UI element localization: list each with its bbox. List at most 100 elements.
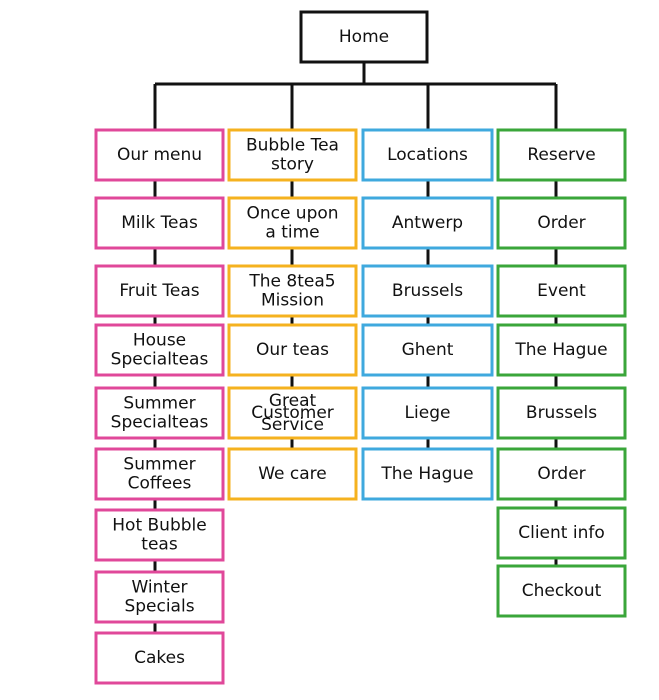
node-label: Our menu [117, 145, 202, 165]
node-menu-8[interactable]: Cakes [94, 631, 225, 685]
node-reserve-3[interactable]: The Hague [496, 323, 627, 377]
node-label: Service [261, 415, 324, 435]
node-label: The Hague [514, 340, 607, 360]
node-box [94, 386, 225, 440]
node-reserve-2[interactable]: Event [496, 264, 627, 318]
node-label: House [133, 331, 186, 351]
node-label: Ghent [402, 340, 454, 360]
node-box [94, 570, 225, 624]
node-label: Specials [124, 597, 194, 617]
node-box [227, 264, 358, 318]
node-box [361, 447, 494, 501]
node-locations-4[interactable]: Liege [361, 386, 494, 440]
node-box [94, 631, 225, 685]
node-locations-3[interactable]: Ghent [361, 323, 494, 377]
node-label: Bubble Tea [246, 136, 339, 156]
node-box [496, 386, 627, 440]
node-label: Liege [405, 403, 451, 423]
node-reserve-0[interactable]: Reserve [496, 128, 627, 182]
node-menu-1[interactable]: Milk Teas [94, 196, 225, 250]
node-label: We care [258, 464, 327, 484]
node-label: Coffees [128, 474, 192, 494]
node-label: Specialteas [111, 413, 209, 433]
node-label: Order [537, 464, 585, 484]
node-label: Fruit Teas [119, 281, 199, 301]
node-box [227, 386, 358, 440]
node-label: Checkout [522, 581, 602, 601]
node-label: Great [269, 391, 317, 411]
node-story-3[interactable]: Our teas [227, 323, 358, 377]
node-box [227, 196, 358, 250]
node-box [361, 264, 494, 318]
node-label: Once upon [246, 204, 338, 224]
node-label: Mission [261, 291, 324, 311]
node-label: Antwerp [392, 213, 463, 233]
node-box [361, 386, 494, 440]
node-label: Summer [123, 394, 195, 414]
node-box [496, 196, 627, 250]
node-label: Our teas [256, 340, 329, 360]
node-reserve-6[interactable]: Client info [496, 506, 627, 560]
node-reserve-1[interactable]: Order [496, 196, 627, 250]
node-story-5[interactable]: We care [227, 447, 358, 501]
node-box [94, 447, 225, 501]
node-box [94, 264, 225, 318]
node-box [496, 264, 627, 318]
node-home[interactable]: Home [299, 10, 429, 64]
node-label: Summer [123, 455, 195, 475]
node-menu-0[interactable]: Our menu [94, 128, 225, 182]
node-box [94, 128, 225, 182]
node-box [496, 323, 627, 377]
node-locations-5[interactable]: The Hague [361, 447, 494, 501]
node-locations-2[interactable]: Brussels [361, 264, 494, 318]
node-box [94, 323, 225, 377]
node-box [496, 447, 627, 501]
node-label: Hot Bubble [112, 516, 206, 536]
node-label: Locations [387, 145, 468, 165]
node-label: Milk Teas [121, 213, 198, 233]
node-label: Cakes [134, 648, 185, 668]
node-reserve-4[interactable]: Brussels [496, 386, 627, 440]
node-label: Event [537, 281, 586, 301]
node-label: teas [141, 535, 178, 555]
node-box [361, 128, 494, 182]
node-label: Winter [131, 578, 187, 598]
node-box [94, 196, 225, 250]
node-label: The 8tea5 [248, 272, 335, 292]
node-label: Brussels [526, 403, 597, 423]
node-label: Home [339, 27, 389, 47]
node-box [227, 323, 358, 377]
node-label: story [271, 155, 314, 175]
node-box [496, 506, 627, 560]
node-locations-0[interactable]: Locations [361, 128, 494, 182]
node-box [496, 564, 627, 618]
node-label: a time [265, 223, 319, 243]
node-label: Brussels [392, 281, 463, 301]
node-menu-2[interactable]: Fruit Teas [94, 264, 225, 318]
node-label: Customer [251, 403, 334, 423]
node-reserve-5[interactable]: Order [496, 447, 627, 501]
node-box [227, 128, 358, 182]
node-box [94, 508, 225, 562]
node-label: Specialteas [111, 350, 209, 370]
node-label: Reserve [527, 145, 595, 165]
node-reserve-7[interactable]: Checkout [496, 564, 627, 618]
node-label: The Hague [380, 464, 473, 484]
node-box [361, 196, 494, 250]
node-box [361, 323, 494, 377]
node-box [227, 447, 358, 501]
node-box [299, 10, 429, 64]
node-locations-1[interactable]: Antwerp [361, 196, 494, 250]
node-label: Order [537, 213, 585, 233]
node-box [496, 128, 627, 182]
